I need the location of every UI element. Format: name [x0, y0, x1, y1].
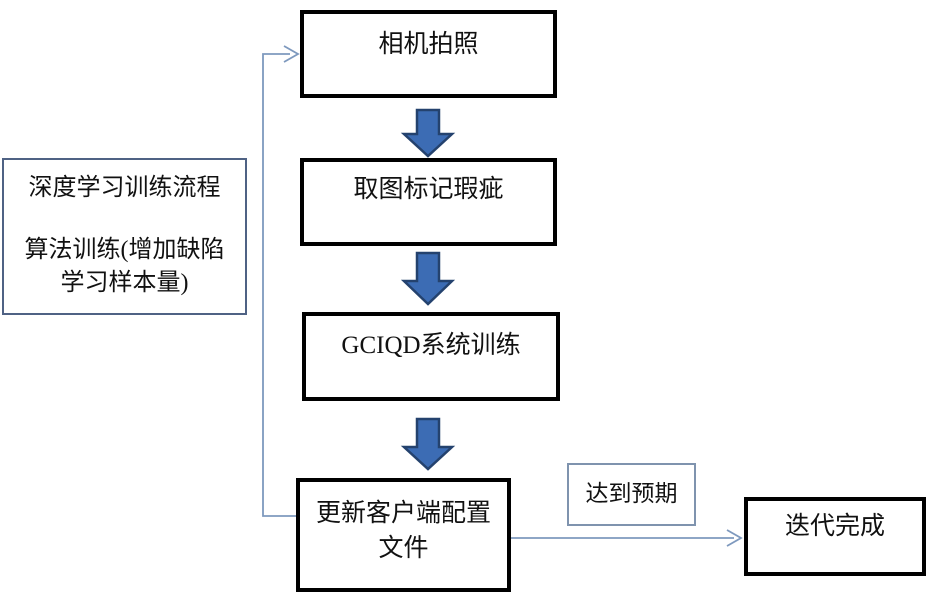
step-label-line-2: 文件: [378, 535, 429, 562]
step-box-iteration-complete: 迭代完成: [744, 497, 926, 576]
step-label: 取图标记瑕疵: [353, 176, 504, 203]
condition-box-expectation-met: 达到预期: [567, 463, 696, 526]
step-label-line-1: 更新客户端配置: [315, 500, 491, 527]
block-arrow-down-icon: [400, 417, 456, 471]
step-box-update-client-config: 更新客户端配置 文件: [296, 478, 511, 592]
feedback-loop-line: [262, 53, 296, 517]
condition-label: 达到预期: [585, 481, 678, 507]
step-box-mark-defects: 取图标记瑕疵: [300, 158, 557, 246]
note-line-1: 深度学习训练流程: [28, 175, 221, 201]
step-label: GCIQD系统训练: [341, 332, 521, 359]
note-spacer: [4, 204, 245, 234]
done-arrowhead-icon: [726, 529, 743, 547]
step-label: 相机拍照: [378, 31, 479, 58]
block-arrow-down-icon: [400, 251, 456, 306]
note-line-2: 算法训练(增加缺陷: [24, 237, 225, 264]
feedback-loop-arrowhead-icon: [283, 45, 300, 63]
block-arrow-down-icon: [400, 108, 456, 158]
step-box-system-training: GCIQD系统训练: [302, 312, 560, 401]
step-box-camera-capture: 相机拍照: [300, 10, 557, 98]
step-label: 迭代完成: [784, 513, 885, 540]
note-line-3: 学习样本量): [60, 269, 189, 296]
note-box-training-process: 深度学习训练流程 算法训练(增加缺陷 学习样本量): [2, 158, 247, 315]
